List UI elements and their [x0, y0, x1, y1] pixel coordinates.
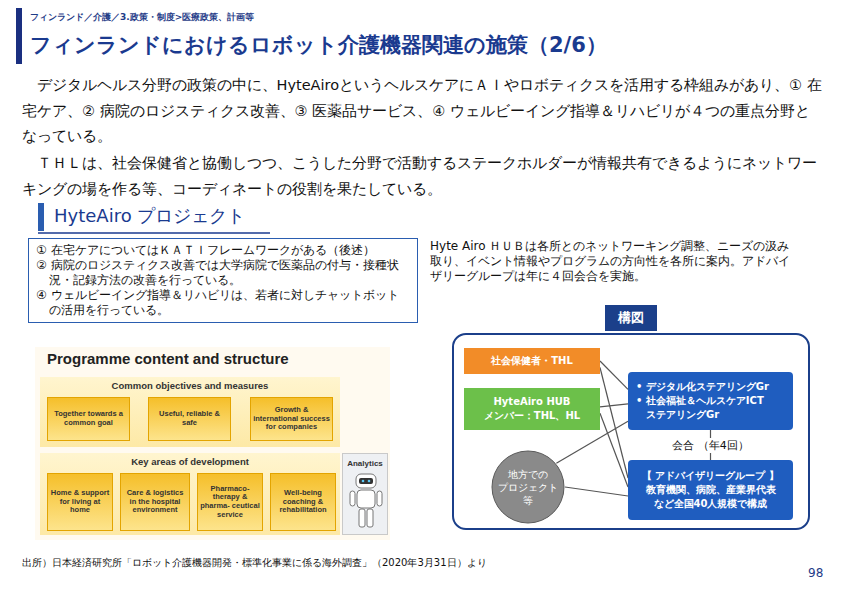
edge-label-wrap: 会合 （年4回）	[669, 438, 752, 453]
title-bar	[16, 8, 22, 64]
body-paragraph-wrap: デジタルヘルス分野の政策の中に、HyteAiroというヘルスケアにＡＩやロボティ…	[22, 73, 822, 150]
robot-body	[357, 490, 375, 508]
breadcrumb-wrap: フィンランド／介護／3.政策・制度>医療政策、計画等	[30, 11, 254, 24]
robot-eye	[368, 480, 371, 483]
band-heading: Key areas of development	[40, 453, 340, 467]
note-paragraph-wrap: Hyte Airo ＨＵＢは各所とのネットワーキング調整、ニーズの汲み取り、イベ…	[430, 239, 795, 284]
column-heading: Analytics	[343, 454, 387, 468]
connector-line	[600, 404, 628, 407]
page-number-wrap: 98	[808, 566, 823, 580]
box-text: 【 アドバイザリーグループ 】	[636, 469, 785, 483]
circle-outline	[492, 451, 564, 523]
objective-box: Useful, reliable & safe	[148, 397, 231, 441]
areas-band: Key areas of developmentHome & support f…	[40, 453, 340, 535]
panel-header: 構図	[605, 305, 657, 331]
robot-leg	[367, 509, 373, 527]
breadcrumb: フィンランド／介護／3.政策・制度>医療政策、計画等	[30, 11, 254, 24]
box-text: Care & logistics in the hospital environ…	[123, 489, 187, 515]
slide-title-wrap: フィンランドにおけるロボット介護機器関連の施策（2/6）	[30, 31, 607, 59]
section-underline	[38, 232, 270, 234]
bullet-text: • 社会福祉＆ヘルスケアICT ステアリングGr	[636, 394, 785, 422]
section-heading: HyteAiro プロジェクト	[54, 204, 245, 228]
robot-arm	[377, 491, 382, 506]
box-text: 社会保健者・THL	[491, 354, 573, 368]
info-box: ① 在宅ケアについてはＫＡＴＩフレームワークがある（後述）② 病院のロジスティク…	[28, 238, 418, 323]
steering-box: • デジタル化ステアリングGr• 社会福祉＆ヘルスケアICT ステアリングGr	[628, 372, 793, 430]
advisory-box: 【 アドバイザリーグループ 】教育機関、病院、産業界代表 など全国40人規模で構…	[628, 460, 793, 520]
box-text: 教育機関、病院、産業界代表 など全国40人規模で構成	[636, 483, 785, 511]
connector-line	[565, 487, 628, 496]
area-box: Home & support for living at home	[47, 473, 113, 531]
structure-panel: 構図社会保健者・THLHyteAiro HUB メンバー：THL、HL地方での …	[452, 333, 810, 530]
list-item: ④ ウェルビーイング指導＆リハビリは、若者に対しチャットボットの活用を行っている…	[36, 288, 410, 318]
robot-arm	[350, 491, 355, 506]
area-box: Well-being coaching & rehabilitation	[270, 473, 336, 531]
box-text: Home & support for living at home	[50, 489, 110, 515]
programme-panel: Programme content and structureCommon ob…	[35, 347, 390, 540]
body-paragraph: デジタルヘルス分野の政策の中に、HyteAiroというヘルスケアにＡＩやロボティ…	[22, 73, 822, 150]
body-paragraph: ＴＨＬは、社会保健省と協働しつつ、こうした分野で活動するステークホルダーが情報共…	[22, 151, 822, 202]
box-text: Useful, reliable & safe	[151, 410, 228, 427]
box-text: Together towards a common goal	[50, 410, 127, 427]
list-item: ① 在宅ケアについてはＫＡＴＩフレームワークがある（後述）	[36, 243, 410, 258]
area-box: Pharmaco- therapy & pharma- ceutical ser…	[197, 473, 263, 531]
edge-label: 会合 （年4回）	[669, 438, 752, 453]
bullet-text: • デジタル化ステアリングGr	[636, 380, 785, 394]
objective-box: Together towards a common goal	[47, 397, 130, 441]
circle-text: 地方での プロジェクト 等	[497, 468, 559, 507]
objectives-band: Common objectives and measuresTogether t…	[40, 377, 340, 447]
robot-illustration	[350, 474, 382, 527]
box-text: Pharmaco- therapy & pharma- ceutical ser…	[200, 485, 260, 520]
panel-title: Programme content and structure	[35, 347, 390, 367]
analytics-ground	[342, 453, 388, 535]
image-ground	[35, 347, 390, 540]
hub-box: HyteAiro HUB メンバー：THL、HL	[464, 388, 600, 430]
section-heading-wrap: HyteAiro プロジェクト	[54, 204, 245, 228]
box-text: Well-being coaching & rehabilitation	[273, 489, 333, 515]
source-note-wrap: 出所）日本経済研究所「ロボット介護機器開発・標準化事業に係る海外調査」（2020…	[22, 556, 487, 570]
source-note: 出所）日本経済研究所「ロボット介護機器開発・標準化事業に係る海外調査」（2020…	[22, 556, 487, 570]
box-text: Growth & international success for compa…	[253, 406, 330, 432]
robot-eye	[362, 480, 365, 483]
robot-visor	[359, 478, 373, 484]
band-heading: Common objectives and measures	[40, 377, 340, 391]
robot-head	[356, 474, 376, 488]
local-circle: 地方での プロジェクト 等	[491, 450, 565, 524]
robot-leg	[359, 509, 365, 527]
body-paragraph-wrap: ＴＨＬは、社会保健省と協働しつつ、こうした分野で活動するステークホルダーが情報共…	[22, 151, 822, 202]
note-paragraph: Hyte Airo ＨＵＢは各所とのネットワーキング調整、ニーズの汲み取り、イベ…	[430, 239, 795, 284]
section-bar	[38, 203, 44, 231]
org-box: 社会保健者・THL	[464, 348, 600, 374]
list-item: ② 病院のロジスティクス改善では大学病院で医薬品の付与・接種状況・記録方法の改善…	[36, 258, 410, 288]
page-number: 98	[808, 566, 823, 580]
analytics-column: Analytics	[342, 453, 388, 535]
objective-box: Growth & international success for compa…	[250, 397, 333, 441]
area-box: Care & logistics in the hospital environ…	[120, 473, 190, 531]
box-text: HyteAiro HUB メンバー：THL、HL	[472, 395, 592, 423]
slide-title: フィンランドにおけるロボット介護機器関連の施策（2/6）	[30, 31, 607, 59]
